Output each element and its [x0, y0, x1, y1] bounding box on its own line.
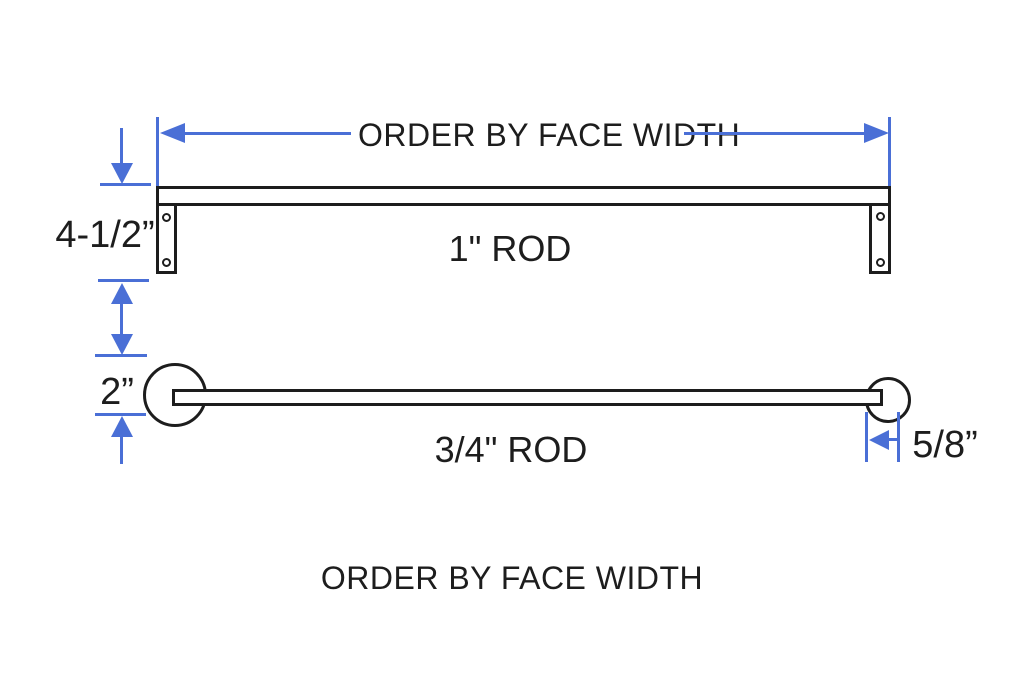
- flange-dimension-label: 2”: [100, 371, 134, 413]
- down-arrow-icon: [111, 163, 133, 184]
- drop-dimension-label: 4-1/2”: [55, 214, 155, 256]
- dimension-tick: [98, 279, 149, 282]
- right-arrow-icon: [864, 123, 889, 143]
- screw-hole-icon: [162, 258, 171, 267]
- setback-dimension-label: 5/8”: [912, 424, 978, 466]
- up-arrow-icon: [111, 416, 133, 437]
- extension-line-left: [156, 117, 159, 186]
- bottom-rod-bar: [172, 389, 883, 406]
- left-arrow-icon: [160, 123, 185, 143]
- dimension-line-right-segment: [684, 132, 864, 135]
- bottom-rod-label: 3/4" ROD: [434, 429, 588, 470]
- screw-hole-icon: [876, 258, 885, 267]
- screw-hole-icon: [876, 212, 885, 221]
- up-arrow-icon: [111, 283, 133, 304]
- dimension-tick: [95, 354, 147, 357]
- down-arrow-shaft: [120, 128, 123, 166]
- setback-arrow-shaft: [887, 438, 898, 441]
- dimension-tick: [100, 183, 151, 186]
- screw-hole-icon: [162, 213, 171, 222]
- dimension-tick: [95, 413, 146, 416]
- left-arrow-icon: [869, 430, 889, 450]
- setback-extension-line-right: [897, 412, 900, 462]
- top-face-width-label: ORDER BY FACE WIDTH: [358, 117, 741, 153]
- setback-extension-line-left: [865, 412, 868, 462]
- double-arrow-shaft: [120, 298, 123, 340]
- top-rod-label: 1" ROD: [448, 228, 572, 269]
- down-arrow-icon: [111, 334, 133, 355]
- dimension-line-left-segment: [184, 132, 351, 135]
- up-arrow-shaft: [120, 433, 123, 464]
- footer-title: ORDER BY FACE WIDTH: [320, 560, 704, 596]
- extension-line-right: [888, 117, 891, 186]
- top-rod-bar: [156, 186, 891, 206]
